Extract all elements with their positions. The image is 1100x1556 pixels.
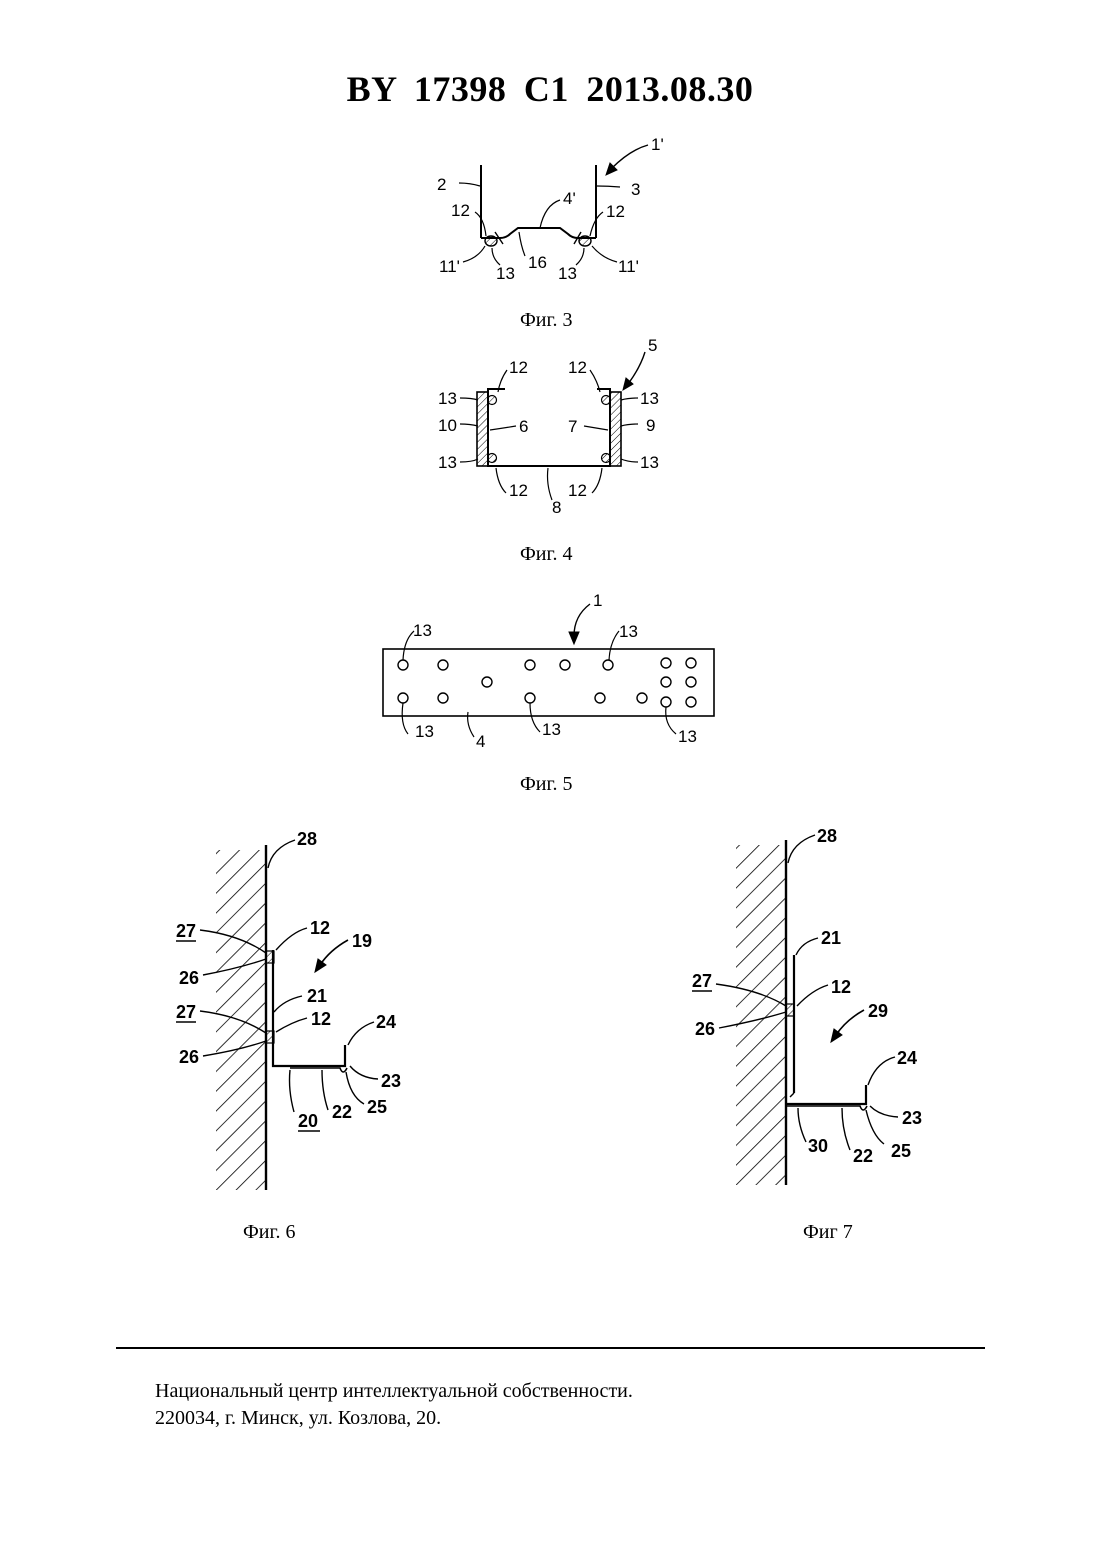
ref-label: 10 [438,416,457,435]
ref-label: 2 [437,175,446,194]
ref-label: 16 [528,253,547,272]
ref-label: 12 [451,201,470,220]
ref-label: 27 [176,921,196,941]
ref-label: 12 [606,202,625,221]
ref-label: 11' [618,257,639,276]
footer-divider [116,1347,985,1349]
figure-6-caption: Фиг. 6 [243,1221,295,1244]
ref-label: 12 [831,977,851,997]
figure-5-caption: Фиг. 5 [520,773,572,796]
ref-label: 19 [352,931,372,951]
ref-label: 13 [496,264,515,283]
ref-label: 12 [509,481,528,500]
ref-label: 4' [563,189,576,208]
ref-label: 22 [853,1146,873,1166]
ref-label: 3 [631,180,640,199]
ref-label: 13 [558,264,577,283]
ref-label: 20 [298,1111,318,1131]
ref-label: 29 [868,1001,888,1021]
ref-label: 12 [568,358,587,377]
ref-label: 21 [821,928,841,948]
ref-label: 23 [902,1108,922,1128]
ref-label: 4 [476,732,485,751]
figure-5 [383,604,714,737]
ref-label: 26 [179,968,199,988]
figure-4-caption: Фиг. 4 [520,543,572,566]
ref-label: 25 [367,1097,387,1117]
figure-6-labels: 28 27 12 19 26 21 27 12 24 26 23 25 22 2… [176,829,401,1131]
footer-address: 220034, г. Минск, ул. Козлова, 20. [155,1405,633,1432]
ref-label: 13 [640,389,659,408]
ref-label: 22 [332,1102,352,1122]
ref-label: 11' [439,257,460,276]
ref-label: 8 [552,498,561,517]
ref-label: 21 [307,986,327,1006]
figure-4 [460,352,645,500]
footer-organization: Национальный центр интеллектуальной собс… [155,1378,633,1405]
ref-label: 5 [648,336,657,355]
figure-3-labels: 1' 2 3 4' 12 12 11' 11' 13 13 16 [437,135,664,283]
figure-5-labels: 1 13 13 13 4 13 13 [413,591,697,751]
ref-label: 12 [509,358,528,377]
ref-label: 28 [817,826,837,846]
ref-label: 26 [695,1019,715,1039]
ref-label: 28 [297,829,317,849]
ref-label: 26 [179,1047,199,1067]
ref-label: 13 [438,453,457,472]
ref-label: 24 [897,1048,917,1068]
ref-label: 13 [542,720,561,739]
ref-label: 13 [438,389,457,408]
ref-label: 1 [593,591,602,610]
ref-label: 12 [311,1009,331,1029]
ref-label: 12 [310,918,330,938]
ref-label: 24 [376,1012,396,1032]
ref-label: 13 [413,621,432,640]
ref-label: 23 [381,1071,401,1091]
footer: Национальный центр интеллектуальной собс… [155,1378,633,1432]
ref-label: 1' [651,135,664,154]
ref-label: 13 [678,727,697,746]
figure-3-caption: Фиг. 3 [520,309,572,332]
ref-label: 13 [415,722,434,741]
ref-label: 13 [619,622,638,641]
ref-label: 7 [568,417,577,436]
ref-label: 25 [891,1141,911,1161]
ref-label: 12 [568,481,587,500]
ref-label: 6 [519,417,528,436]
ref-label: 30 [808,1136,828,1156]
ref-label: 27 [692,971,712,991]
figure-7-caption: Фиг 7 [803,1221,853,1244]
ref-label: 27 [176,1002,196,1022]
ref-label: 13 [640,453,659,472]
figure-6 [200,840,378,1190]
ref-label: 9 [646,416,655,435]
